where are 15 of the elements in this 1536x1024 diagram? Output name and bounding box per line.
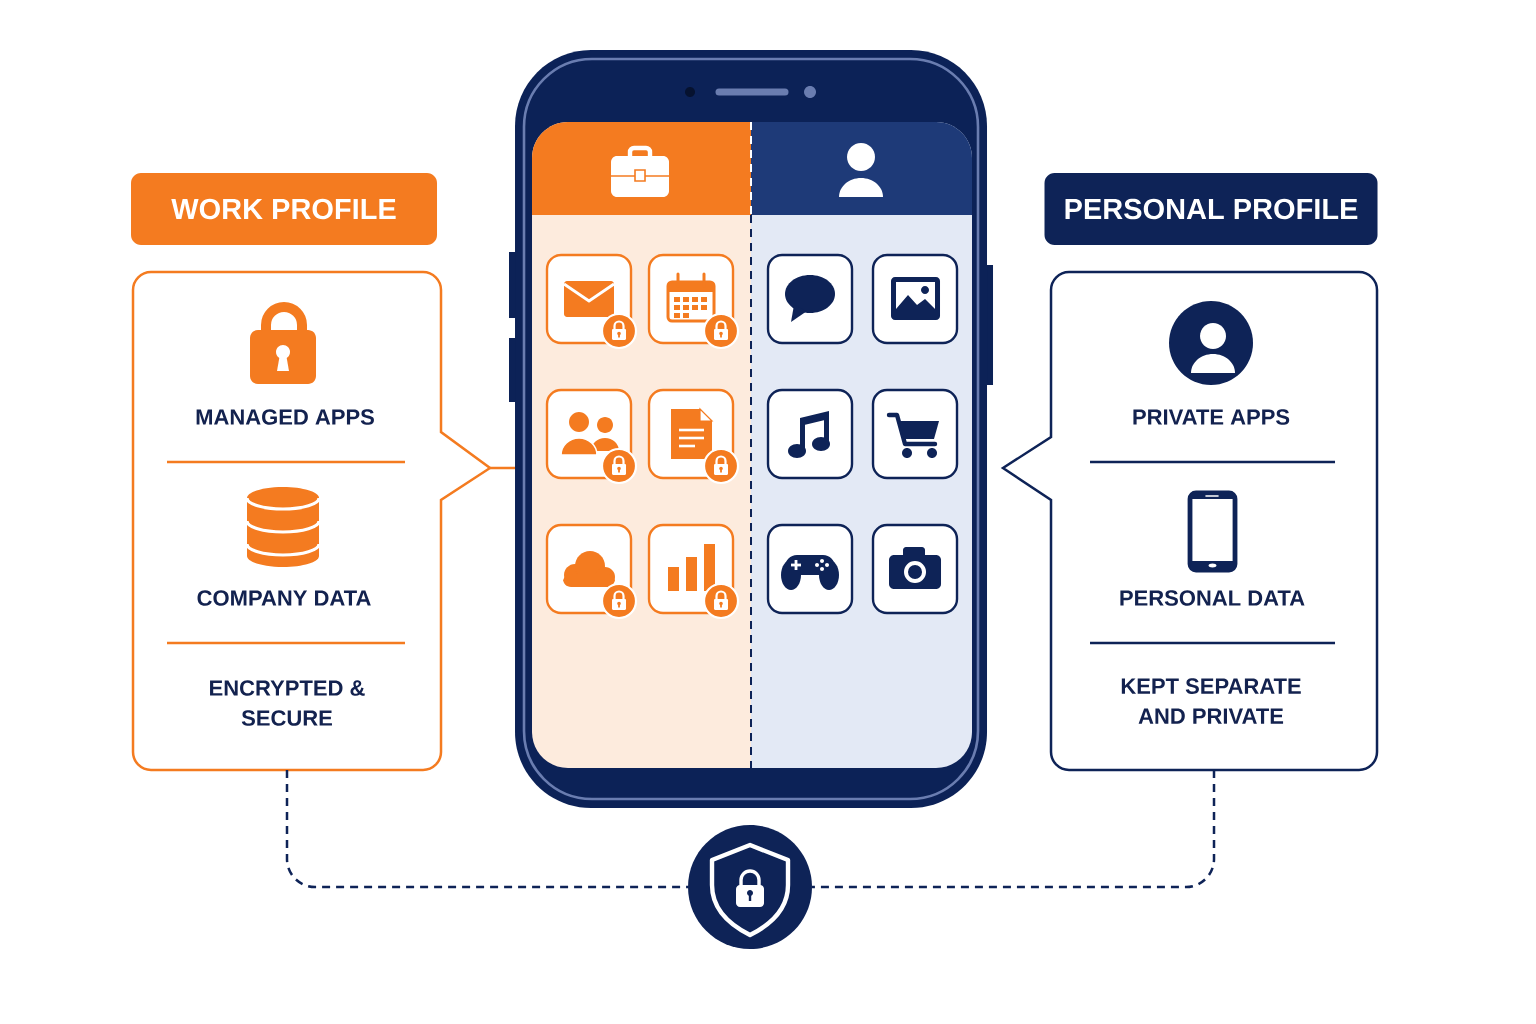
phone-illustration <box>509 50 993 808</box>
dashed-connector <box>285 770 688 889</box>
dashed-connector <box>812 770 1216 889</box>
feature-label: MANAGED APPS <box>196 409 374 425</box>
feature-label: PERSONAL DATA <box>1120 590 1305 606</box>
feature-label: PRIVATE APPS <box>1133 409 1290 425</box>
callout-box <box>131 270 492 772</box>
profile-banner: PERSONAL PROFILE <box>1044 173 1378 245</box>
connector-line <box>490 466 515 470</box>
profile-banner: WORK PROFILE <box>131 173 437 245</box>
feature-label: COMPANY DATA <box>197 590 371 606</box>
feature-label: ENCRYPTED & SECURE <box>210 680 365 726</box>
feature-label: KEPT SEPARATE AND PRIVATE <box>1121 678 1301 724</box>
callout-box <box>1001 270 1379 772</box>
shield-lock-icon <box>688 825 812 949</box>
